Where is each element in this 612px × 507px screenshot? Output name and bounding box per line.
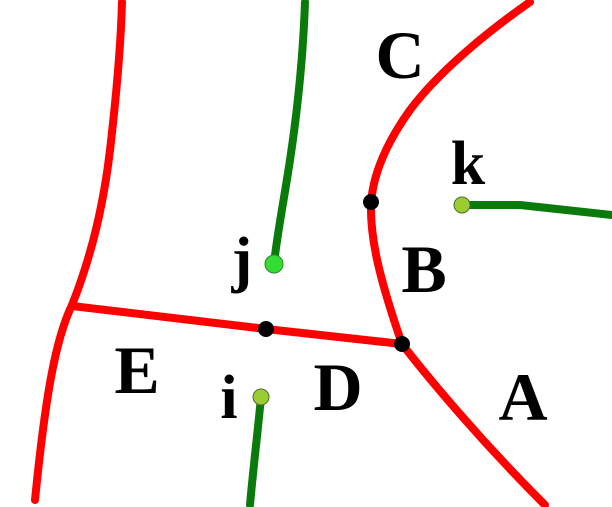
node-green-i [252,388,270,406]
node-green-j [264,254,284,274]
red-path-left [31,0,126,504]
label-i: i [220,364,237,432]
label-B: B [401,231,446,307]
label-E: E [114,332,159,408]
node-black-middle [258,321,274,337]
red-path-curve [366,0,534,348]
node-black-junction [394,336,410,352]
red-path-lower-right [398,340,549,507]
label-C: C [375,17,424,93]
green-path-right [458,201,612,219]
green-path-bottom [246,393,265,507]
label-k: k [451,130,486,198]
label-j: j [231,226,253,294]
label-A: A [498,359,547,435]
node-green-k [453,196,471,214]
node-black-upper [363,194,379,210]
label-D: D [313,349,362,425]
green-path-top [270,0,309,268]
